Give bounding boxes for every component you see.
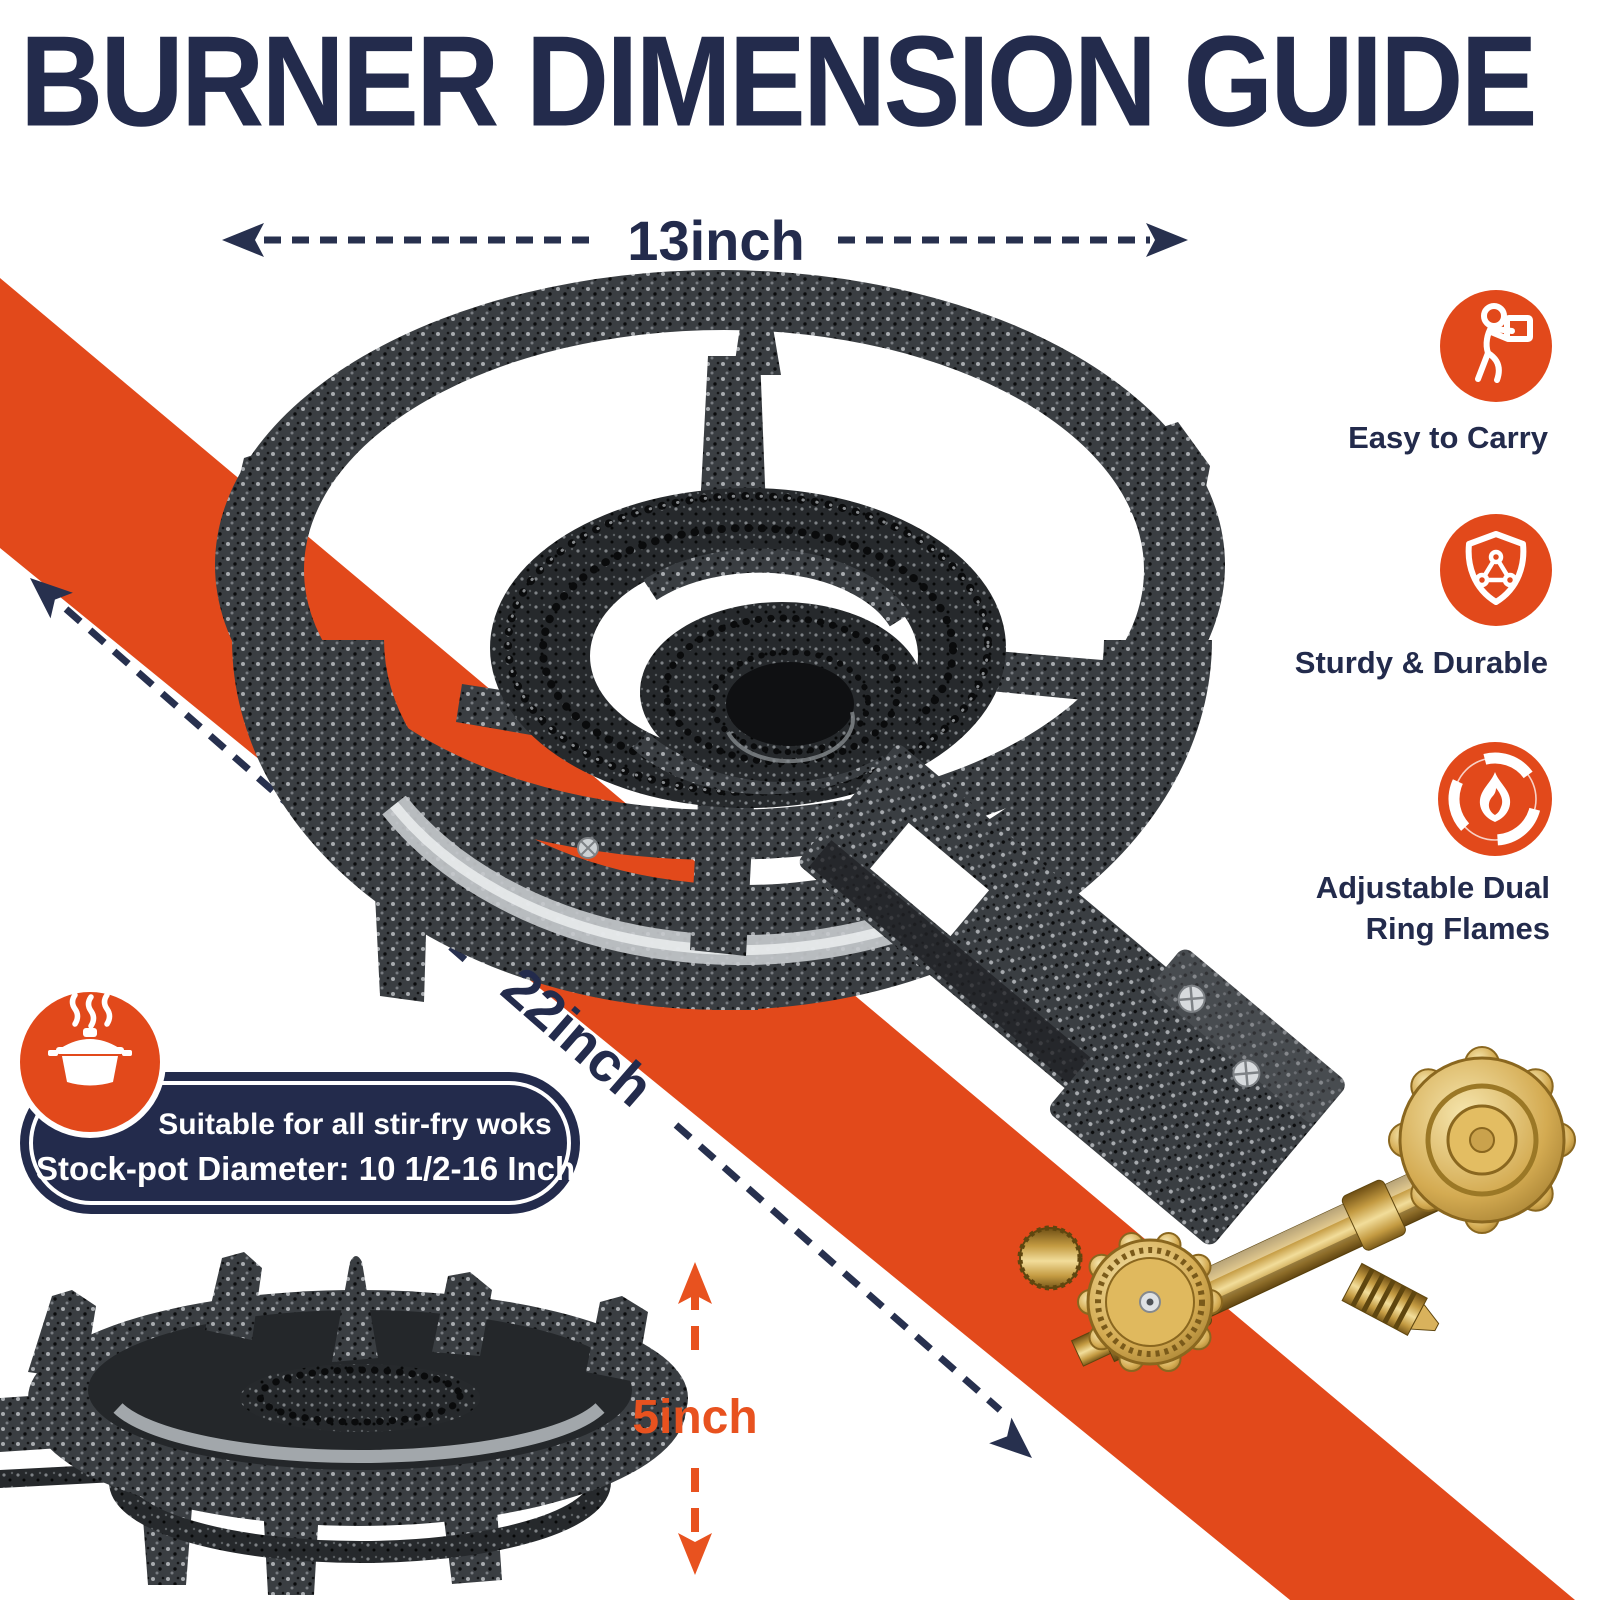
feature-label-line2: Ring Flames bbox=[1365, 910, 1550, 946]
shield-triangle-icon bbox=[1440, 514, 1552, 626]
person-carrying-box-icon bbox=[1440, 290, 1552, 402]
badge-diameter-text: Stock-pot Diameter: 10 1/2-16 Inch bbox=[36, 1150, 576, 1187]
badge-suitability-text: Suitable for all stir-fry woks bbox=[158, 1108, 552, 1141]
steaming-stockpot-icon bbox=[48, 992, 132, 1086]
flame-control-knob bbox=[1077, 1232, 1223, 1372]
side-burner-photo bbox=[0, 1252, 688, 1595]
main-burner-photo bbox=[215, 270, 1576, 1372]
dimension-label-5inch: 5inch bbox=[632, 1391, 758, 1444]
dimension-line-13inch bbox=[222, 223, 1188, 257]
bracket-screw bbox=[1177, 984, 1261, 1088]
page-title: BURNER DIMENSION GUIDE bbox=[20, 10, 1538, 154]
dimension-line-5inch bbox=[678, 1262, 712, 1575]
dual-ring-flame-icon bbox=[1438, 742, 1552, 856]
feature-label-line1: Adjustable Dual bbox=[1315, 870, 1550, 905]
stockpot-badge-border bbox=[29, 1081, 571, 1205]
feature-label-adjustable-dual-ring-flames: Adjustable Dual Ring Flames bbox=[1202, 868, 1550, 950]
dimension-label-13inch: 13inch bbox=[627, 209, 805, 272]
feature-label-easy-to-carry: Easy to Carry bbox=[1348, 420, 1548, 455]
brass-valve-assembly bbox=[1017, 1046, 1576, 1372]
feature-label-sturdy-durable: Sturdy & Durable bbox=[1294, 645, 1548, 680]
gas-regulator-knob bbox=[1388, 1046, 1576, 1234]
